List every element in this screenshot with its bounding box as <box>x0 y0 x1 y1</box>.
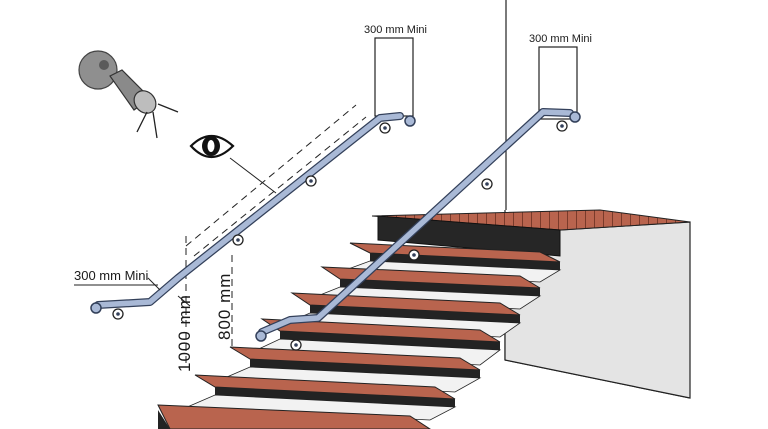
height-label-1000: 1000 mm <box>175 294 194 372</box>
clearance-box-left <box>374 37 414 117</box>
bracket-centers <box>116 124 564 347</box>
clearance-box-right <box>538 46 578 120</box>
right-handrail <box>255 108 581 342</box>
clearance-label-top-left: 300 mm Mini <box>364 24 427 36</box>
dimension-ticks <box>74 277 191 307</box>
clearance-label-bottom-left: 300 mm Mini <box>74 268 149 283</box>
rail-brackets <box>112 120 568 351</box>
eye-icon <box>189 134 277 194</box>
spotlight-icon <box>78 50 179 139</box>
dashed-guide-lines <box>185 104 367 365</box>
clearance-label-top-right: 300 mm Mini <box>529 33 592 45</box>
height-label-800: 800 mm <box>215 273 234 340</box>
left-handrail <box>90 112 416 314</box>
